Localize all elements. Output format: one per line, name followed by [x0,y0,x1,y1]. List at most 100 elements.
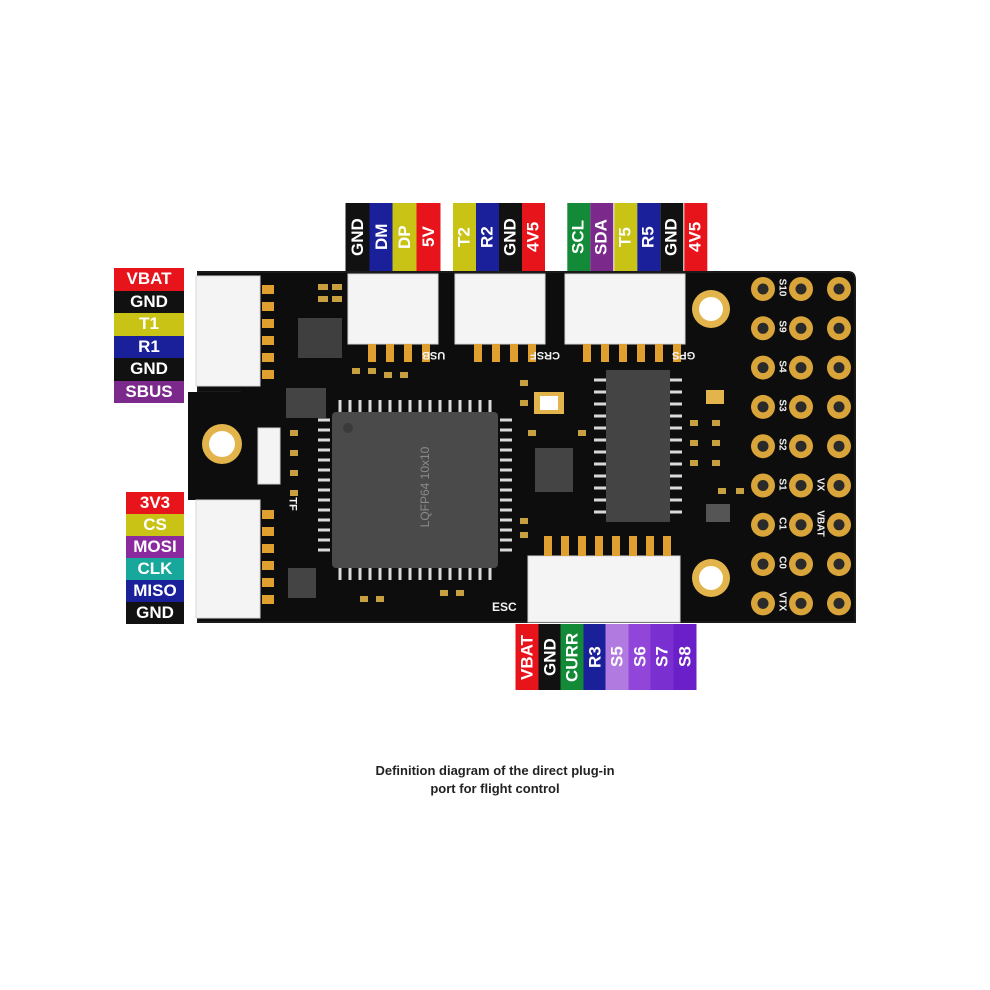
caption-line-2: port for flight control [430,781,560,796]
header-pad-hole [795,558,807,570]
header-label-s2: S2 [776,438,788,451]
pin-label-vbat: VBAT [114,268,184,291]
capacitor-a [706,390,724,404]
header-label-s10: S10 [776,278,788,297]
pin-label-dm: DM [369,203,393,271]
header-pad-hole [757,519,769,531]
pin-label-r1: R1 [114,335,184,358]
header-pad-hole [795,401,807,413]
mcu-chip [332,412,498,568]
side-chip [606,370,670,522]
header-pad-hole [795,519,807,531]
gps-connector-housing [564,273,686,345]
header-pad-hole [757,401,769,413]
pin-label-gnd: GND [126,602,184,624]
usb-connector-housing [347,273,439,345]
header-label-s1: S1 [776,477,788,491]
header-pad-hole [833,440,845,452]
mcu-pins [318,400,512,580]
uart-connector-housing [195,275,261,387]
header-pad-hole [795,283,807,295]
header-pad-hole [833,401,845,413]
header-label-vtx: VTX [776,592,788,612]
pin-label-mosi: MOSI [126,536,184,558]
esc-connector-housing [527,555,681,623]
pin-label-sda: SDA [590,203,614,271]
silk-tf: TF [286,497,299,511]
pin-label-gnd: GND [538,624,561,690]
small-chip-c [706,504,730,522]
pin-label-gnd: GND [114,290,184,313]
pin-label-vbat: VBAT [516,624,539,690]
header-label-vx: VX [814,477,826,491]
pin-label-5v: 5V [416,203,440,271]
pin-label-clk: CLK [126,558,184,580]
pin-label-4v5: 4V5 [683,203,707,271]
pin-label-dp: DP [393,203,417,271]
pin-label-r5: R5 [636,203,661,271]
header-pad-hole [833,558,845,570]
crsf-connector-housing [454,273,546,345]
header-pad-hole [757,480,769,491]
pin-label-sbus: SBUS [114,380,184,403]
header-pad-hole [757,362,769,374]
small-chip-b [288,568,316,598]
pin-label-4v5: 4V5 [522,203,545,271]
pin-label-r2: R2 [476,203,499,271]
silk-esc: ESC [492,600,517,614]
mcu-marking: LQFP64 10x10 [418,446,432,528]
pin-label-3v3: 3V3 [126,492,184,514]
silk-usb: USB [422,349,446,361]
header-pad-hole [833,519,845,531]
sensor-chip [535,448,573,492]
pin-label-gnd: GND [346,203,370,271]
pin-label-cs: CS [126,514,184,536]
caption-line-1: Definition diagram of the direct plug-in [375,763,615,778]
header-pad-hole [833,597,845,609]
pin-label-r3: R3 [583,624,606,690]
small-chip-a [286,388,326,418]
header-pad-hole [833,283,845,295]
header-pad-hole [757,440,769,452]
header-pad-hole [757,597,769,609]
servo-header-pads [751,277,851,616]
pin-label-gnd: GND [499,203,522,271]
header-pad-hole [795,362,807,374]
header-label-s9: S9 [776,320,788,333]
pin-label-t5: T5 [613,203,637,271]
header-pad-hole [833,362,845,374]
header-label-s4: S4 [776,359,788,373]
regulator-chip [298,318,342,358]
pin-label-curr: CURR [561,624,584,690]
silk-crsf: CRSF [530,349,560,361]
header-pad-hole [795,440,807,452]
pin-label-scl: SCL [567,203,591,271]
pin-label-gnd: GND [114,358,184,381]
pin-label-t1: T1 [114,313,184,336]
tf-connector [257,427,281,485]
silk-gps: GPS [672,349,696,361]
header-pad-hole [795,597,807,609]
header-pad-hole [795,480,807,491]
header-pad-hole [757,283,769,295]
header-label-c0: C0 [776,556,788,569]
spi-connector-housing [195,499,261,619]
header-pad-hole [757,558,769,570]
header-pad-hole [795,322,807,334]
pin-label-miso: MISO [126,580,184,602]
pin-label-s8: S8 [673,624,696,690]
pin-label-gnd: GND [660,203,684,271]
pin-label-t2: T2 [453,203,476,271]
header-label-s3: S3 [776,399,788,412]
side-chip-pins [594,378,682,514]
pin-label-s7: S7 [651,624,674,690]
header-pad-hole [833,322,845,334]
header-label-c1: C1 [776,516,788,530]
pin-label-s5: S5 [606,624,629,690]
header-label-vbat: VBAT [814,510,826,537]
header-pad-hole [757,322,769,334]
pin-label-s6: S6 [628,624,651,690]
header-pad-hole [833,480,845,491]
